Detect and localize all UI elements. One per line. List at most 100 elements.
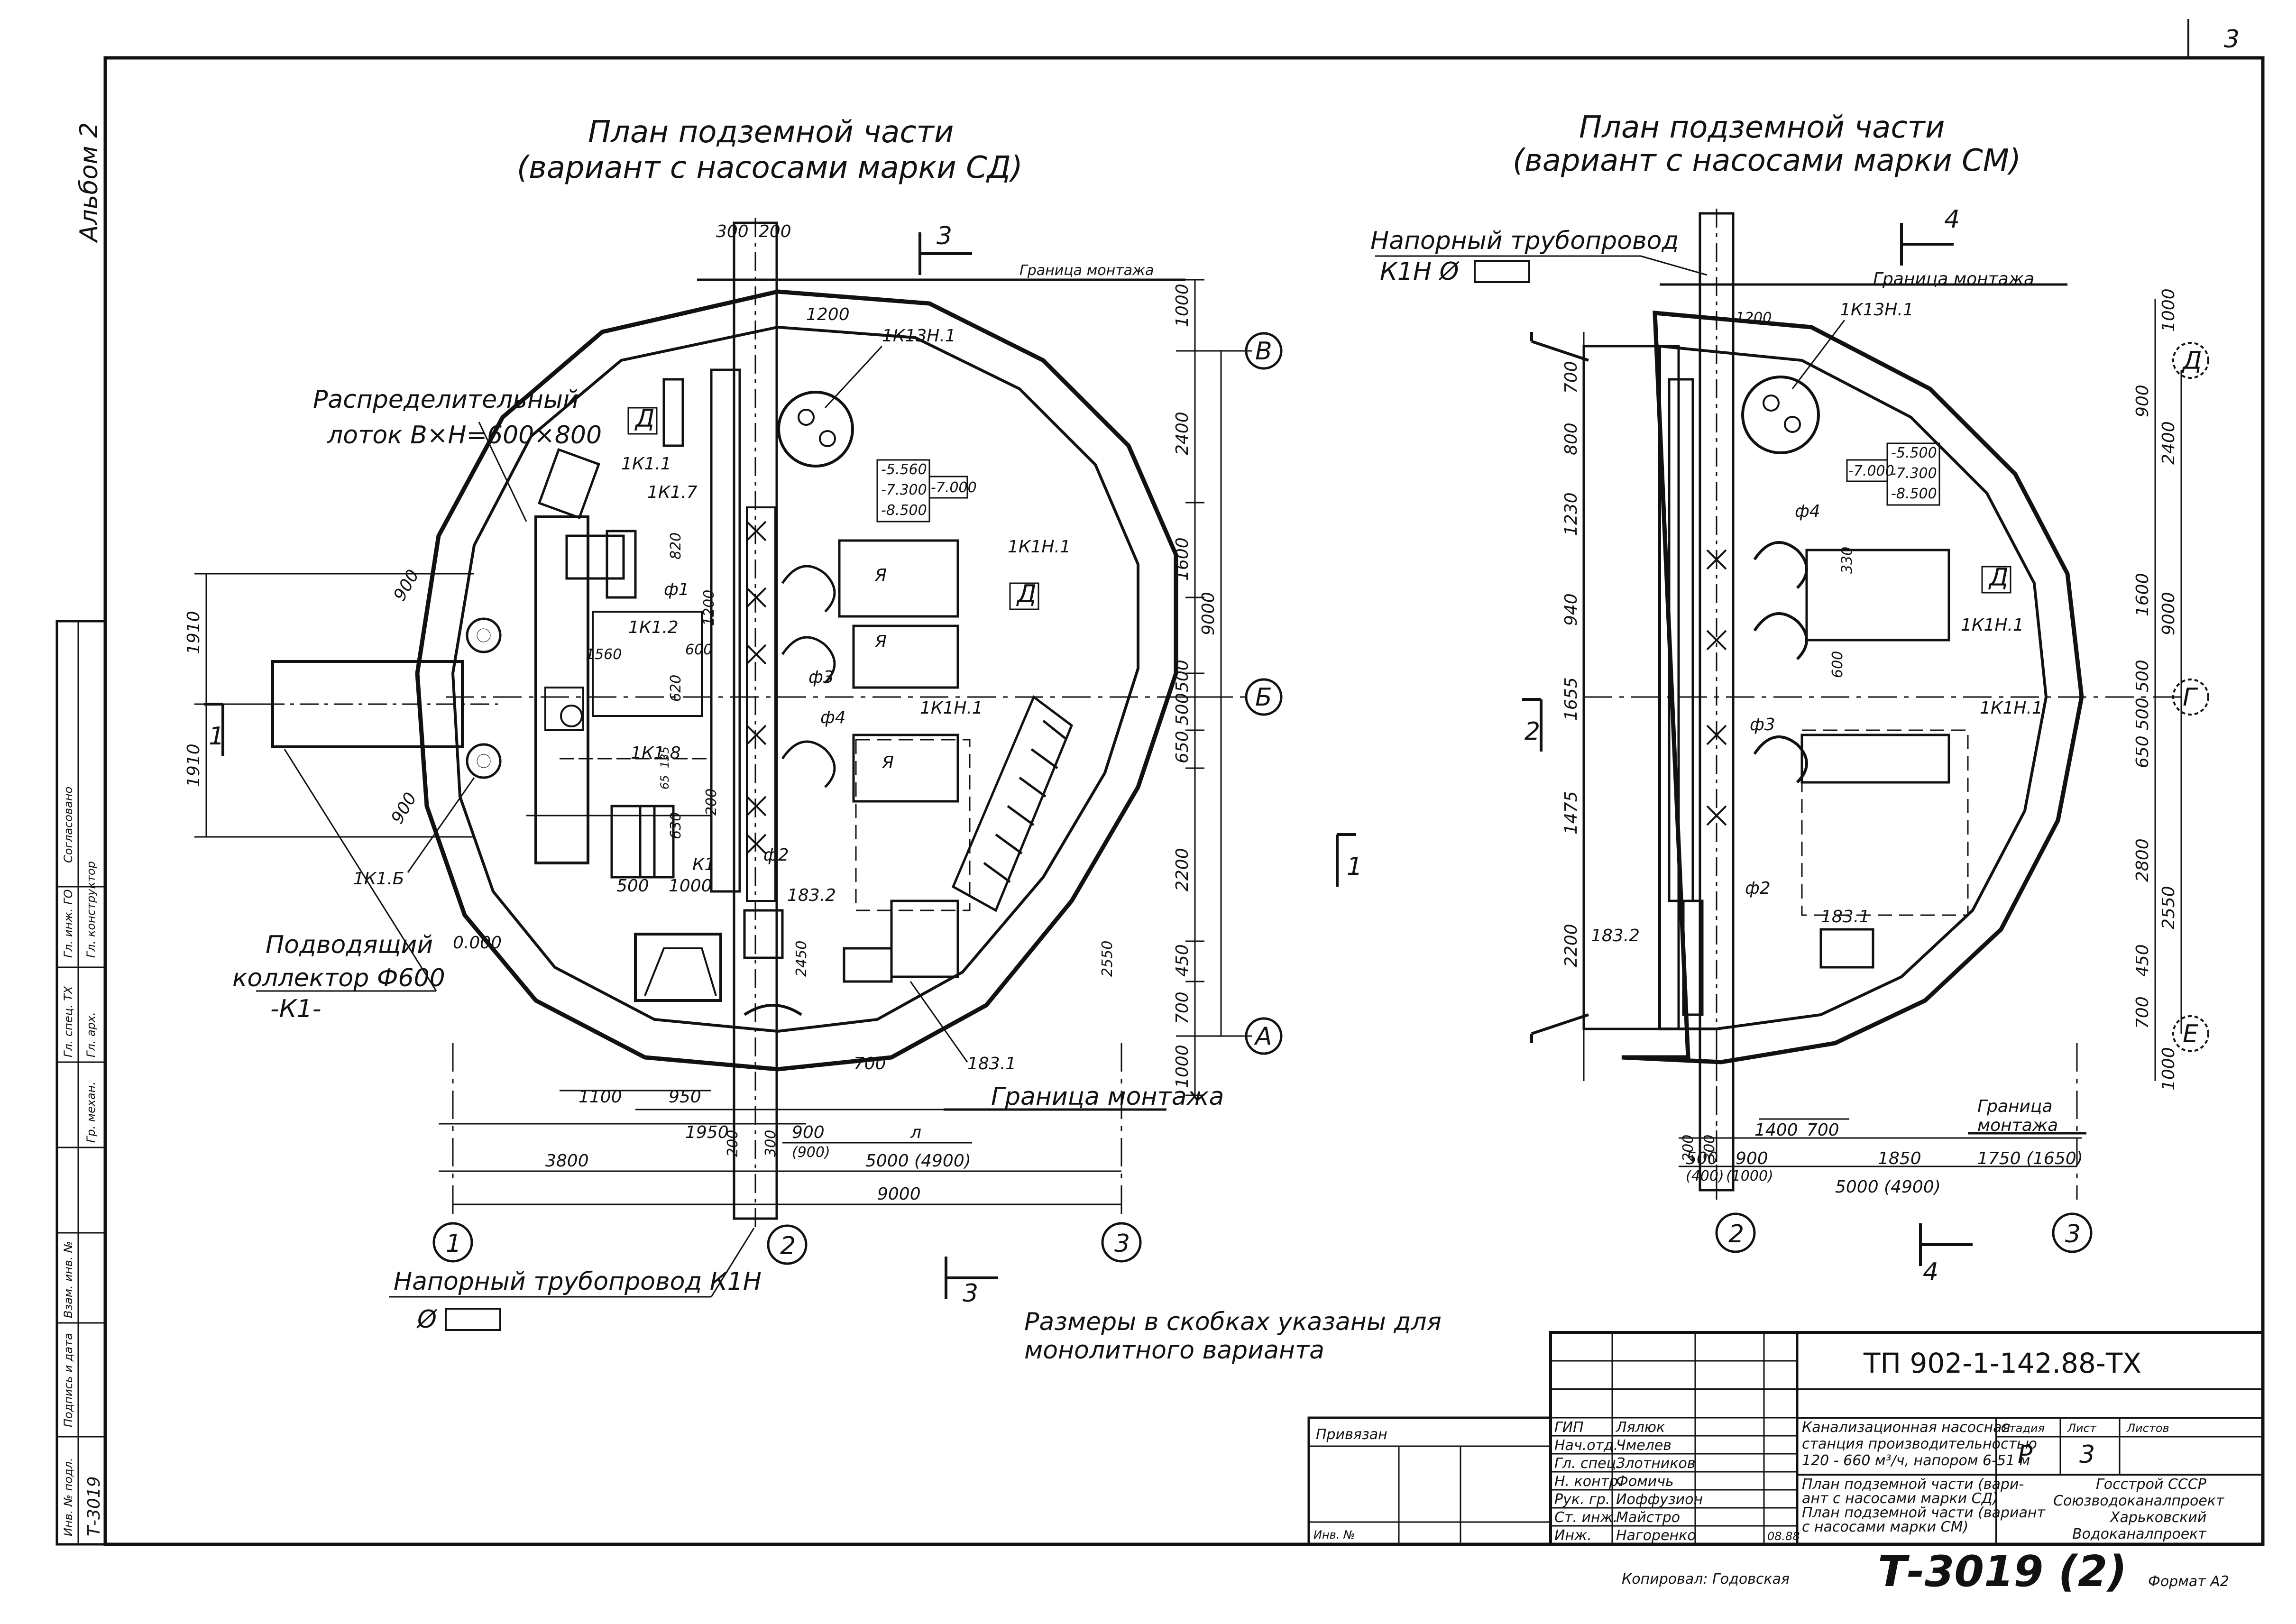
svg-text:1000: 1000 [1173,1045,1192,1088]
svg-text:08.88: 08.88 [1767,1530,1800,1543]
right-plan-title-1: План подземной части [1579,110,1945,145]
svg-text:9000: 9000 [1199,592,1218,635]
svg-text:700: 700 [1173,991,1192,1024]
svg-text:600: 600 [1829,651,1846,678]
svg-text:200: 200 [703,789,720,816]
mark-1K1N1-b: 1К1Н.1 [920,698,983,718]
left-section-side: 1 [209,722,224,751]
svg-text:500: 500 [2133,660,2152,692]
svg-text:Подпись и дата: Подпись и дата [62,1333,75,1427]
svg-text:1400: 1400 [1754,1120,1798,1140]
right-callout-pressure-2: К1Н Ø [1380,257,1460,286]
svg-text:Инв. №: Инв. № [1313,1528,1355,1541]
left-gate-1 [466,617,502,653]
svg-text:1К1Н.1: 1К1Н.1 [1980,698,2043,718]
callout-inlet-1: Подводящий [266,931,433,959]
svg-text:3: 3 [2079,1440,2095,1469]
right-grid-2: 2 [1715,1212,1756,1253]
svg-text:л: л [910,1123,921,1142]
svg-text:-5.560: -5.560 [881,461,927,478]
svg-text:ант с насосами марки СД): ант с насосами марки СД) [1802,1490,1998,1507]
svg-text:Д: Д [1988,563,2009,592]
callout-inlet-3: -К1- [270,995,321,1023]
zero-mark: 0.000 [453,933,502,953]
left-strip: Согласовано Гл. инж. ГО Гл. конструктор … [55,620,107,1546]
mark-D-2: Д [1016,580,1037,608]
svg-text:5000 (4900): 5000 (4900) [865,1151,971,1171]
archive-stamp: Т-3019 (2) [1878,1547,2127,1596]
svg-text:1200: 1200 [701,590,717,626]
right-plan: План подземной части (вариант с насосами… [1370,110,2209,1286]
svg-text:А: А [1254,1022,1272,1051]
right-boundary-bottom-1: Граница [1977,1097,2052,1116]
svg-text:1000: 1000 [2159,1047,2178,1091]
svg-text:183.1: 183.1 [1821,907,1870,927]
svg-text:950: 950 [669,1087,701,1107]
svg-text:Рук. гр.: Рук. гр. [1554,1491,1610,1508]
svg-text:Гл. спец. ТХ: Гл. спец. ТХ [62,986,75,1057]
left-grid-1: 1 [432,1222,473,1263]
mark-1K13N1: 1К13Н.1 [882,326,956,346]
svg-text:630: 630 [668,812,684,839]
svg-text:Инв. № подл.: Инв. № подл. [62,1458,75,1536]
svg-text:Гл. арх.: Гл. арх. [84,1012,98,1057]
svg-text:1200: 1200 [1736,310,1772,326]
mark-K1: К1 [692,855,715,874]
svg-text:Гл. конструктор: Гл. конструктор [84,861,98,958]
svg-text:(900): (900) [792,1144,830,1161]
svg-text:1230: 1230 [1561,492,1581,536]
sheet-corner-number: 3 [2224,25,2240,54]
svg-text:Нач.отд.: Нач.отд. [1554,1437,1618,1454]
mark-1K17: 1К1.7 [647,483,698,502]
svg-text:2400: 2400 [2159,421,2178,465]
svg-text:650: 650 [2133,735,2152,768]
svg-text:План подземной части (вариант: План подземной части (вариант [1802,1505,2046,1521]
title-code: ТП 902-1-142.88-ТХ [1863,1347,2141,1379]
svg-text:800: 800 [1561,422,1581,455]
svg-text:Согласовано: Согласовано [62,787,75,863]
svg-text:2450: 2450 [793,941,810,977]
svg-text:Е: Е [2183,1020,2198,1048]
copied-by: Копировал: Годовская [1622,1571,1790,1587]
svg-text:Канализационная насосная: Канализационная насосная [1802,1419,2011,1436]
svg-text:ГИП: ГИП [1554,1419,1584,1436]
svg-text:Р: Р [2018,1440,2033,1469]
right-pump-1 [1741,376,1820,454]
svg-text:1910: 1910 [184,743,203,787]
callout-pressure-pipe: Напорный трубопровод К1Н [394,1267,762,1296]
right-callout-pressure-1: Напорный трубопровод [1370,227,1679,255]
right-183-1-box [1819,928,1874,969]
mark-f2: ф2 [763,845,789,865]
svg-text:120 - 660 м³/ч, напором 6-51 м: 120 - 660 м³/ч, напором 6-51 м [1802,1452,2030,1469]
svg-text:1655: 1655 [1561,677,1581,721]
svg-text:Взам. инв. №: Взам. инв. № [62,1241,75,1318]
left-level-table: -5.560 -7.300 -8.500 -7.000 [876,459,977,523]
svg-text:Привязан: Привязан [1316,1426,1387,1443]
svg-text:Иоффузион: Иоффузион [1616,1491,1703,1508]
svg-text:65: 65 [658,775,671,789]
svg-text:Г: Г [2183,683,2198,712]
svg-text:450: 450 [2133,944,2152,977]
svg-text:Ст. инж.: Ст. инж. [1554,1509,1617,1526]
svg-text:2200: 2200 [1173,848,1192,891]
left-pump-1 [777,391,854,468]
svg-text:9000: 9000 [877,1184,921,1204]
svg-text:820: 820 [668,532,684,560]
mark-Ya-1: Я [874,566,887,585]
svg-text:2200: 2200 [1561,924,1581,967]
right-outer-wall [1621,311,2084,1064]
svg-text:(400): (400) [1686,1168,1724,1184]
callout-tray-2: лоток В×Н=600×800 [327,421,602,450]
svg-text:Лялюк: Лялюк [1616,1419,1665,1436]
svg-text:700: 700 [2133,996,2152,1029]
svg-text:Гр. механ.: Гр. механ. [84,1082,98,1143]
pressure-diam-box [445,1308,501,1331]
svg-text:1000: 1000 [1173,284,1192,327]
svg-text:В: В [1255,337,1272,366]
svg-text:1850: 1850 [1878,1149,1921,1168]
svg-text:940: 940 [1561,593,1581,626]
svg-text:900: 900 [1736,1149,1768,1168]
right-axis-E: Е [2172,1015,2209,1052]
svg-text:650: 650 [1173,731,1192,763]
